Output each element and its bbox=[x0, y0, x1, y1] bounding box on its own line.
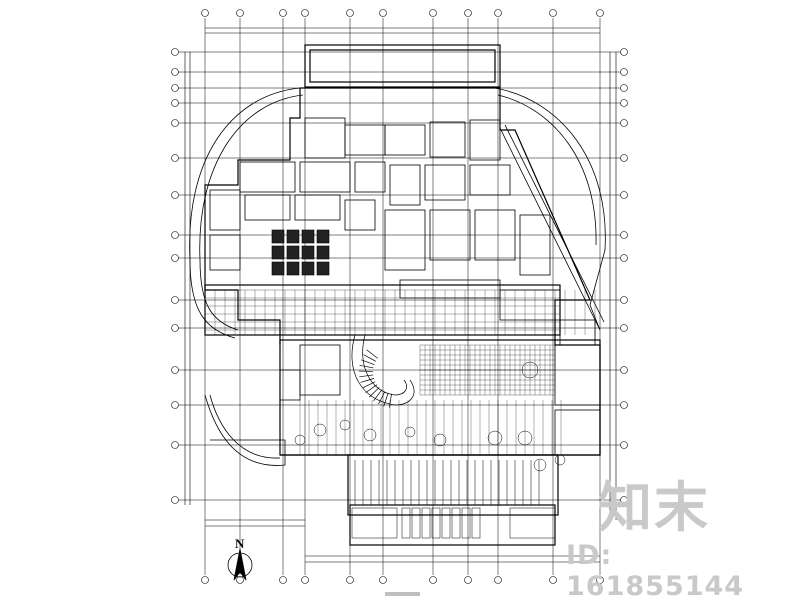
grid-bubble bbox=[550, 10, 557, 17]
core-cell bbox=[317, 246, 329, 259]
scale-bar bbox=[385, 593, 420, 595]
core-cell bbox=[302, 230, 314, 243]
watermark-id: ID: 161855144 bbox=[566, 540, 800, 602]
furniture-piece bbox=[555, 455, 565, 465]
grid-bubble bbox=[621, 402, 628, 409]
grid-bubble bbox=[621, 85, 628, 92]
building-walls bbox=[205, 45, 600, 545]
core-cell bbox=[287, 262, 299, 275]
grid-bubble bbox=[172, 325, 179, 332]
grid-bubble bbox=[430, 577, 437, 584]
grid-bubble bbox=[172, 402, 179, 409]
furniture-piece bbox=[434, 434, 446, 446]
core-cell bbox=[272, 246, 284, 259]
canopy-bay bbox=[452, 508, 460, 538]
stair-tread bbox=[384, 393, 388, 406]
grid-bubble bbox=[495, 10, 502, 17]
furniture-piece bbox=[405, 427, 415, 437]
furniture-piece bbox=[314, 424, 326, 436]
furniture-piece bbox=[488, 431, 502, 445]
grid-bubble bbox=[172, 192, 179, 199]
canopy-bay bbox=[442, 508, 450, 538]
grid-bubble bbox=[347, 10, 354, 17]
furniture-piece bbox=[534, 459, 546, 471]
grid-bubble bbox=[280, 10, 287, 17]
grid-bubble bbox=[621, 367, 628, 374]
grid-bubble bbox=[550, 577, 557, 584]
core-cell bbox=[317, 230, 329, 243]
grid-bubble bbox=[202, 577, 209, 584]
grid-bubble bbox=[172, 120, 179, 127]
core-cell bbox=[272, 230, 284, 243]
grid-bubble bbox=[380, 10, 387, 17]
grid-bubble bbox=[495, 577, 502, 584]
north-label: N bbox=[235, 536, 244, 552]
grid-bubble bbox=[172, 297, 179, 304]
grid-bubble bbox=[302, 10, 309, 17]
canopy-bay bbox=[352, 508, 397, 538]
grid-bubble bbox=[172, 49, 179, 56]
grid-bubble bbox=[621, 442, 628, 449]
grid-bubble bbox=[621, 49, 628, 56]
grid-bubble bbox=[172, 85, 179, 92]
canopy-bay bbox=[402, 508, 410, 538]
grid-bubble bbox=[621, 69, 628, 76]
grid-bubble bbox=[172, 232, 179, 239]
grid-bubble bbox=[172, 367, 179, 374]
lobby-tile-hatch bbox=[300, 345, 561, 455]
canopy-bay bbox=[412, 508, 420, 538]
grid-bubble bbox=[172, 442, 179, 449]
core-cell bbox=[272, 262, 284, 275]
core-cell bbox=[287, 246, 299, 259]
interior-walls bbox=[210, 118, 600, 455]
grid-bubble bbox=[237, 577, 244, 584]
canopy-bay bbox=[462, 508, 470, 538]
furniture-piece bbox=[364, 429, 376, 441]
grid-bubble bbox=[621, 232, 628, 239]
grid-bubble bbox=[172, 255, 179, 262]
stair-tread bbox=[359, 375, 373, 377]
grid-bubble bbox=[621, 155, 628, 162]
core-cell bbox=[302, 246, 314, 259]
core-cell bbox=[287, 230, 299, 243]
grid-bubble bbox=[280, 577, 287, 584]
grid-bubble bbox=[380, 577, 387, 584]
grid-bubble bbox=[172, 69, 179, 76]
grid-bubble bbox=[202, 10, 209, 17]
core-cell bbox=[317, 262, 329, 275]
grid-bubble bbox=[172, 497, 179, 504]
grid-bubble bbox=[172, 155, 179, 162]
grid-bubble bbox=[302, 577, 309, 584]
core-cell bbox=[302, 262, 314, 275]
entrance-canopy bbox=[352, 460, 555, 538]
stair-tread bbox=[360, 365, 374, 368]
grid-bubble bbox=[621, 100, 628, 107]
grid-bubble bbox=[465, 577, 472, 584]
grid-bubble bbox=[621, 120, 628, 127]
grid-bubble bbox=[347, 577, 354, 584]
grid-bubble bbox=[237, 10, 244, 17]
watermark-brand: 知末 bbox=[598, 463, 710, 542]
grid-bubble bbox=[621, 297, 628, 304]
canopy-bay bbox=[472, 508, 480, 538]
service-core bbox=[272, 230, 329, 275]
grid-bubble bbox=[621, 255, 628, 262]
grid-bubble bbox=[597, 10, 604, 17]
canopy-bay bbox=[510, 508, 555, 538]
north-arrow bbox=[228, 549, 252, 580]
grid-bubble bbox=[621, 325, 628, 332]
grid-bubble bbox=[172, 100, 179, 107]
canopy-bay bbox=[422, 508, 430, 538]
grid-bubble bbox=[430, 10, 437, 17]
dimension-lines bbox=[185, 28, 616, 562]
grid-bubble bbox=[465, 10, 472, 17]
stair-tread bbox=[389, 394, 391, 408]
grid-bubble bbox=[621, 192, 628, 199]
